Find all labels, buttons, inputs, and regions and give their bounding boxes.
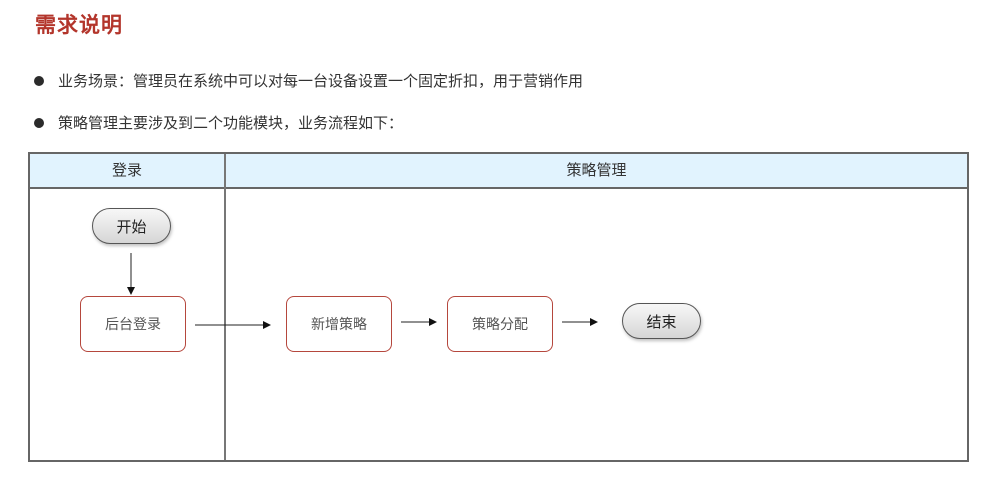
- lane-header-login: 登录: [111, 161, 142, 179]
- bullet-text: 策略管理主要涉及到二个功能模块，业务流程如下：: [58, 114, 404, 132]
- lane-divider: [224, 154, 226, 460]
- page-title: 需求说明: [35, 13, 123, 37]
- swimlane-diagram: 登录 策略管理: [28, 152, 969, 462]
- end-node: 结束: [622, 303, 701, 339]
- bullet-dot-icon: [34, 117, 44, 128]
- login-node: 后台登录: [80, 296, 186, 352]
- swimlane-header: [30, 154, 967, 189]
- bullet-item: 策略管理主要涉及到二个功能模块，业务流程如下：: [34, 112, 403, 133]
- start-node: 开始: [92, 208, 171, 244]
- add-strategy-node: 新增策略: [286, 296, 392, 352]
- bullet-text: 业务场景：管理员在系统中可以对每一台设备设置一个固定折扣，用于营销作用: [58, 72, 584, 90]
- bullet-dot-icon: [34, 75, 44, 86]
- lane-header-strategy: 策略管理: [566, 161, 627, 179]
- bullet-item: 业务场景：管理员在系统中可以对每一台设备设置一个固定折扣，用于营销作用: [34, 70, 583, 91]
- assign-strategy-node: 策略分配: [447, 296, 553, 352]
